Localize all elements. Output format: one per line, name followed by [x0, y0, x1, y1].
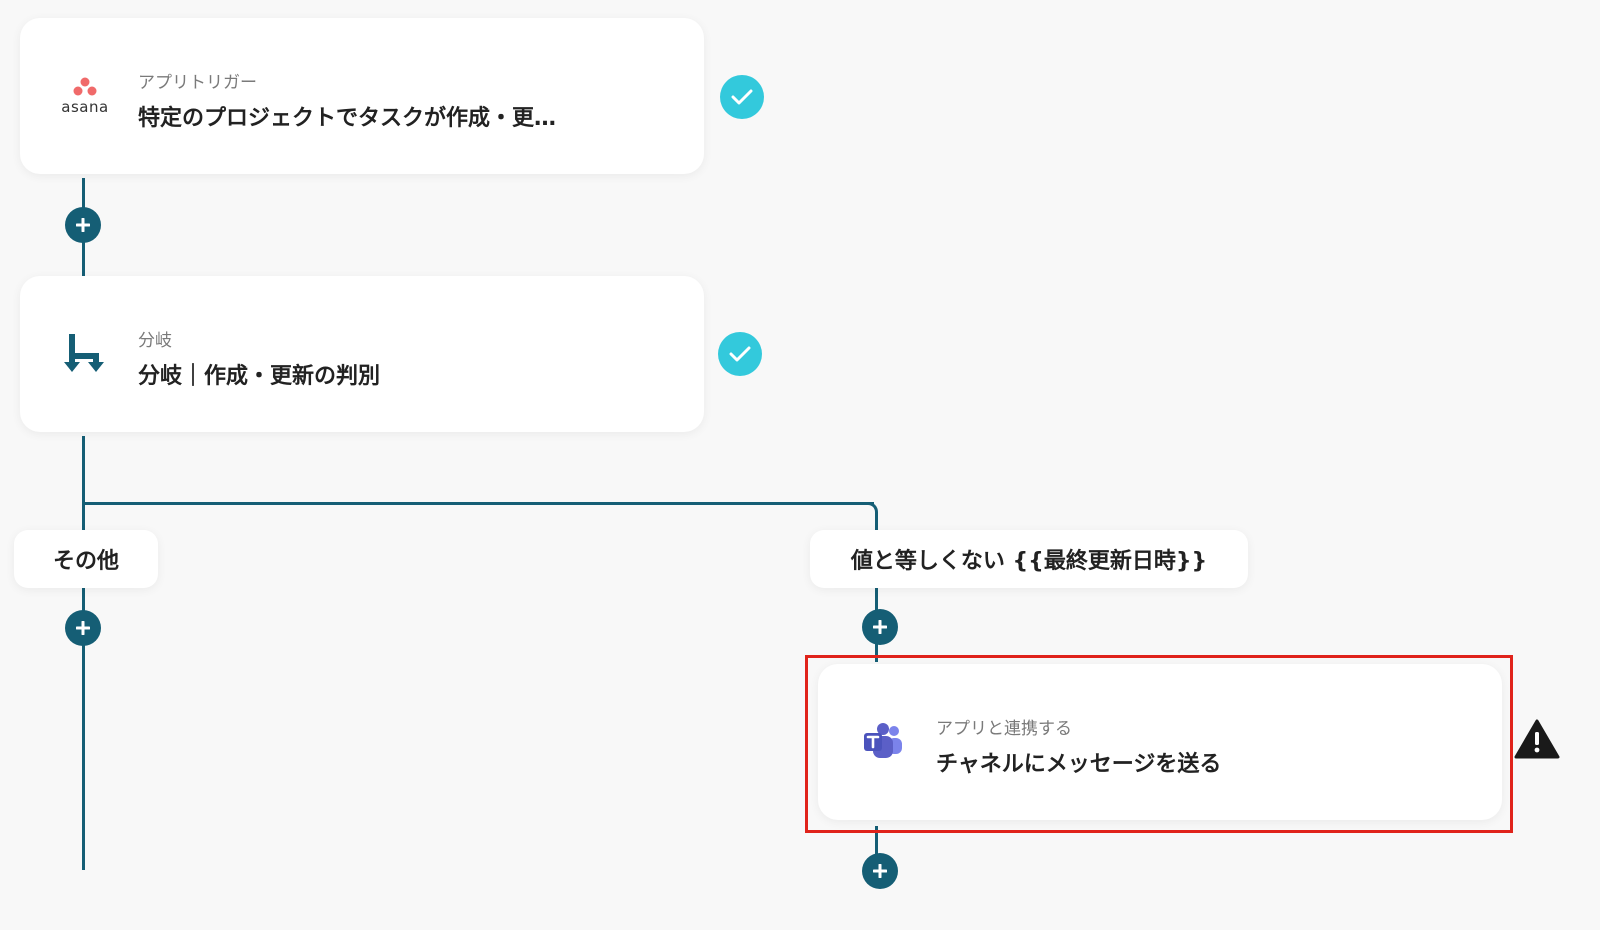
branch-label-condition[interactable]: 値と等しくない {{最終更新日時}}: [810, 530, 1248, 588]
branch-status-check-icon: [718, 332, 762, 376]
trigger-card[interactable]: asana アプリトリガー 特定のプロジェクトでタスクが作成・更…: [20, 18, 704, 174]
action-card-title: チャネルにメッセージを送る: [936, 752, 1222, 777]
connector-line: [82, 436, 85, 870]
asana-logo-icon: asana: [50, 66, 120, 126]
trigger-status-check-icon: [720, 75, 764, 119]
selection-highlight: [805, 655, 1513, 833]
branch-label-other[interactable]: その他: [14, 530, 158, 588]
warning-icon: [1514, 718, 1560, 760]
connector-line: [875, 826, 878, 866]
add-step-button-left-branch[interactable]: [65, 610, 101, 646]
add-step-button-right-branch[interactable]: [862, 609, 898, 645]
plus-icon: [76, 218, 90, 232]
branch-icon: [50, 324, 120, 384]
action-card-category: アプリと連携する: [936, 719, 1072, 739]
branch-connector-line: [82, 502, 874, 505]
action-card[interactable]: アプリと連携する チャネルにメッセージを送る: [818, 664, 1502, 820]
trigger-card-category: アプリトリガー: [138, 73, 257, 93]
branch-connector-corner: [862, 502, 878, 518]
add-step-button[interactable]: [65, 207, 101, 243]
asana-logo-text: asana: [61, 97, 109, 116]
branch-card[interactable]: 分岐 分岐｜作成・更新の判別: [20, 276, 704, 432]
plus-icon: [873, 864, 887, 878]
branch-card-category: 分岐: [138, 331, 172, 351]
add-step-button-after-action[interactable]: [862, 853, 898, 889]
plus-icon: [873, 620, 887, 634]
teams-logo-icon: [848, 712, 918, 772]
trigger-card-title: 特定のプロジェクトでタスクが作成・更…: [138, 106, 557, 131]
asana-dots-icon: [73, 77, 97, 95]
connector-line: [875, 516, 878, 662]
plus-icon: [76, 621, 90, 635]
branch-card-title: 分岐｜作成・更新の判別: [138, 364, 381, 389]
